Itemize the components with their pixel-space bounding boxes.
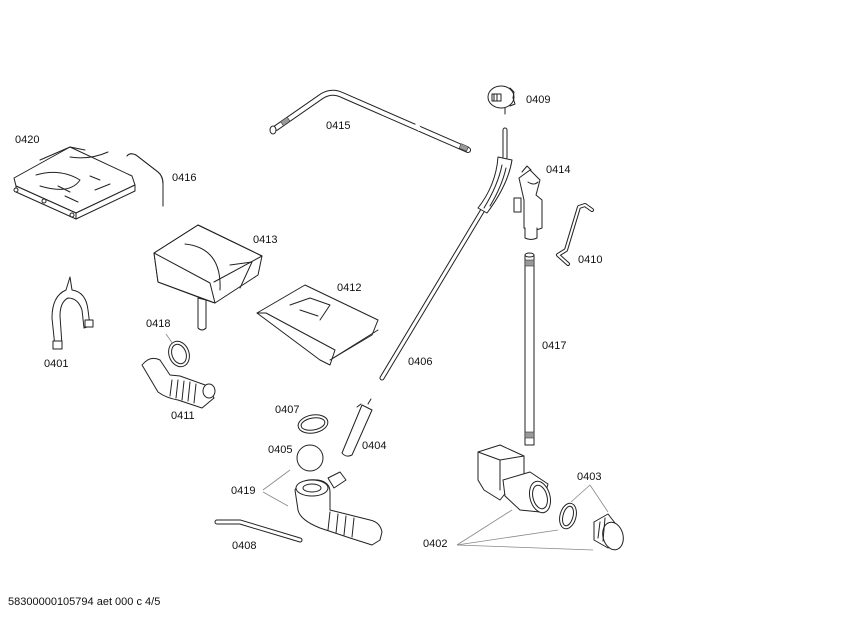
part-0408-hose[interactable]	[214, 519, 303, 543]
label-0404: 0404	[362, 440, 387, 452]
label-0417: 0417	[542, 340, 567, 352]
part-0412-detergent-drawer[interactable]	[256, 284, 379, 366]
part-0404-sensor[interactable]	[341, 398, 373, 457]
part-0411-bellows-hose[interactable]	[141, 357, 216, 409]
label-0406: 0406	[408, 356, 433, 368]
label-0413: 0413	[253, 234, 278, 246]
part-0419-sump[interactable]	[262, 469, 383, 546]
part-0401-y-fork[interactable]	[51, 276, 94, 350]
part-0405-ball[interactable]	[296, 444, 324, 472]
label-0418: 0418	[146, 318, 171, 330]
label-0414: 0414	[546, 164, 571, 176]
label-0409: 0409	[526, 94, 551, 106]
label-0408: 0408	[232, 540, 257, 552]
label-0401: 0401	[44, 358, 69, 370]
part-0415-hose[interactable]	[269, 89, 471, 153]
part-0416-hose[interactable]	[126, 153, 164, 207]
part-0406-pressure-hose[interactable]	[379, 127, 513, 381]
label-0420: 0420	[15, 134, 40, 146]
label-0419: 0419	[231, 485, 256, 497]
label-0416: 0416	[172, 172, 197, 184]
label-0405: 0405	[268, 444, 293, 456]
part-0410-hose[interactable]	[556, 203, 594, 266]
label-0403: 0403	[577, 471, 602, 483]
label-0415: 0415	[326, 120, 351, 132]
part-0413-dispenser-housing[interactable]	[153, 224, 263, 331]
part-0414-air-trap[interactable]	[513, 165, 543, 240]
drawing-reference-footer: 58300000105794 aet 000 c 4/5	[8, 596, 161, 608]
part-0420-dispenser-cover[interactable]	[13, 146, 136, 220]
part-0418-seal-ring[interactable]	[165, 333, 193, 370]
label-0410: 0410	[578, 254, 603, 266]
label-0412: 0412	[337, 282, 362, 294]
part-0402-drain-pump[interactable]	[456, 444, 594, 551]
label-0411: 0411	[171, 410, 195, 422]
label-0407: 0407	[275, 404, 300, 416]
label-0402: 0402	[423, 538, 448, 550]
part-0417-hose[interactable]	[524, 252, 535, 446]
part-0403-filter[interactable]	[557, 484, 626, 552]
part-0409-pressure-switch[interactable]	[487, 85, 516, 115]
part-0407-seal-ring[interactable]	[297, 413, 330, 436]
